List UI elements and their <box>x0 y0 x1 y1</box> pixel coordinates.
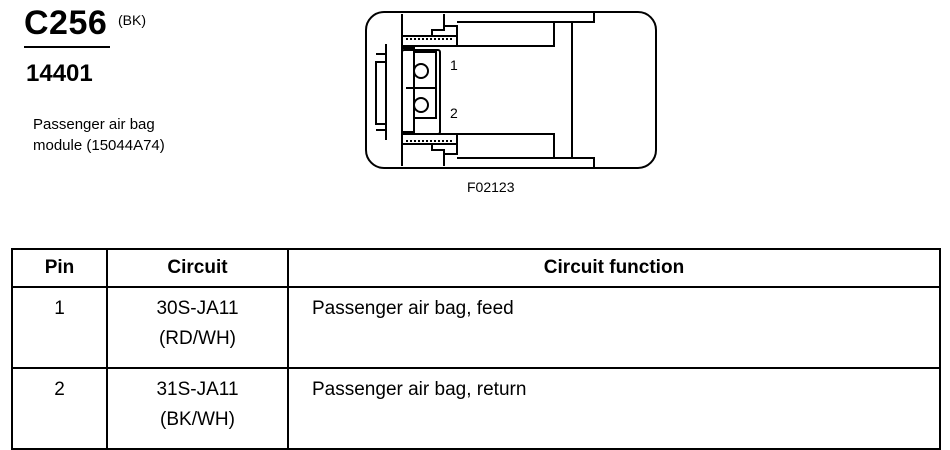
table-row: 2 31S-JA11 (BK/WH) Passenger air bag, re… <box>11 367 941 450</box>
bottom-housing <box>401 143 445 166</box>
circuit-color: (BK/WH) <box>160 409 235 430</box>
connector-color: (BK) <box>118 12 146 28</box>
row-circuit: 31S-JA11 (BK/WH) <box>106 367 289 450</box>
cavity-body <box>401 47 415 133</box>
pin-label-1: 1 <box>450 57 458 73</box>
row-pin: 2 <box>11 367 108 450</box>
table-header-row: Pin Circuit Circuit function <box>11 248 941 288</box>
connector-housing <box>365 11 657 169</box>
row-pin: 1 <box>11 286 108 369</box>
header-pin: Pin <box>11 248 108 288</box>
circuit-color: (RD/WH) <box>158 328 237 349</box>
connector-face-diagram: 1 2 <box>365 11 657 169</box>
bottom-rail <box>457 157 595 168</box>
top-rail <box>457 12 595 23</box>
circuit-id: 30S-JA11 <box>156 298 239 319</box>
description-line-2: module (15044A74) <box>33 137 165 154</box>
header-circuit: Circuit <box>106 248 289 288</box>
row-function: Passenger air bag, return <box>287 367 941 450</box>
part-number: 14401 <box>26 60 93 87</box>
pinout-table: Pin Circuit Circuit function 1 30S-JA11 … <box>11 248 941 450</box>
description-line-1: Passenger air bag <box>33 116 155 133</box>
pin-cavity-2 <box>413 97 429 113</box>
connector-id: C256 <box>24 4 108 42</box>
left-bracket <box>376 44 387 140</box>
row-function: Passenger air bag, feed <box>287 286 941 369</box>
row-circuit: 30S-JA11 (RD/WH) <box>106 286 289 369</box>
header-circuit-function: Circuit function <box>287 248 941 288</box>
pin-cavity-1 <box>413 63 429 79</box>
connector-description: Passenger air bag module (15044A74) <box>33 114 165 156</box>
cavity-block <box>401 49 441 135</box>
table-row: 1 30S-JA11 (RD/WH) Passenger air bag, fe… <box>11 286 941 369</box>
circuit-id: 31S-JA11 <box>156 379 239 400</box>
pin-label-2: 2 <box>450 105 458 121</box>
left-latch <box>375 61 387 125</box>
top-housing <box>401 14 445 37</box>
divider <box>24 46 110 48</box>
figure-id: F02123 <box>467 179 515 195</box>
